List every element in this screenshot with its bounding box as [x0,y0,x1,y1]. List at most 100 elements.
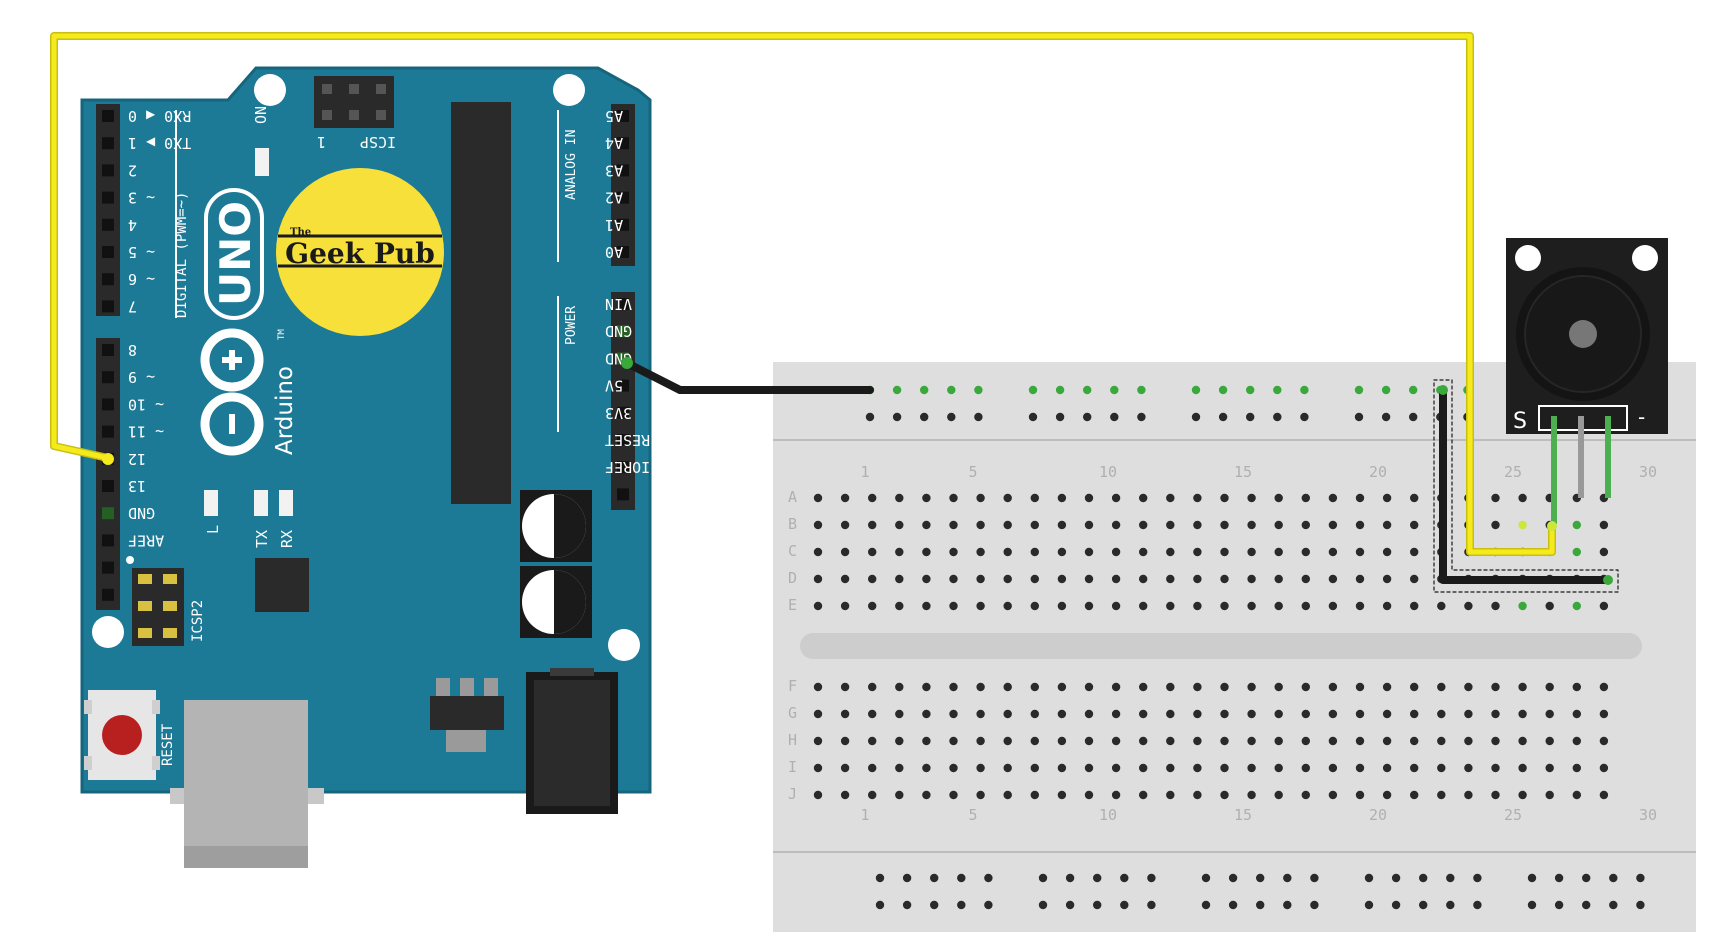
rail-hole [1419,900,1428,910]
breadboard-hole [868,493,877,503]
breadboard-rail-holes [865,385,1645,910]
microcontroller-chip [451,102,511,504]
header-pin [617,137,629,150]
breadboard-hole [1572,763,1582,773]
pin-label: A2 [605,189,623,207]
breadboard-hole [1410,547,1419,557]
breadboard-hole [1328,682,1338,692]
rail-hole [1147,900,1156,910]
breadboard-hole [976,736,985,746]
breadboard-hole [1382,574,1392,584]
header-pin [102,398,114,411]
breadboard-hole [1572,601,1582,611]
l-led [204,490,218,516]
breadboard-hole [1247,601,1256,611]
breadboard-hole [1328,520,1338,530]
pin-label: 5V [605,377,623,395]
breadboard-hole [1003,790,1012,800]
buzzer-mounting-hole [1632,245,1658,271]
breadboard-hole [1057,790,1067,800]
row-label-d: D [788,569,797,587]
breadboard-hole [1599,763,1609,773]
icsp-header [314,76,394,128]
breadboard-hole [1410,601,1419,611]
breadboard-hole [1518,520,1527,530]
row-label-a: A [788,488,797,506]
breadboard-hole [1410,682,1419,692]
breadboard-hole [1003,601,1012,611]
breadboard-hole [1328,763,1338,773]
breadboard-hole [1382,790,1392,800]
breadboard-hole [1166,574,1175,584]
buzzer-center [1569,320,1597,348]
breadboard-hole [922,574,931,584]
capacitor [520,490,592,562]
row-label-f: F [788,677,797,695]
rail-hole [1038,900,1048,910]
breadboard-hole [1139,547,1148,557]
breadboard-hole [1572,682,1582,692]
breadboard-hole [1491,493,1500,503]
breadboard-hole [922,736,931,746]
breadboard-hole [976,709,985,719]
breadboard-hole [1328,601,1338,611]
breadboard-hole [1355,682,1365,692]
breadboard-hole [813,574,823,584]
rail-hole [1582,900,1591,910]
rail-hole [920,385,929,395]
breadboard-hole [1382,682,1392,692]
pin-label: IOREF [605,458,650,476]
breadboard-hole [1355,763,1365,773]
breadboard-hole [1030,682,1040,692]
breadboard-hole [868,736,877,746]
breadboard-hole [1057,709,1067,719]
row-label-i: I [788,758,797,776]
rail-hole [1446,900,1455,910]
icsp-label: ICSP [360,133,396,151]
breadboard-hole [1437,682,1446,692]
breadboard-hole [1193,601,1202,611]
breadboard-hole [1166,763,1175,773]
breadboard-hole [1193,763,1202,773]
rail-hole [1636,900,1645,910]
breadboard-hole [949,682,958,692]
breadboard-hole [1220,709,1229,719]
arduino-wordmark: Arduino [272,366,298,455]
breadboard-hole [1166,520,1175,530]
breadboard-hole [1410,574,1419,584]
reset-button[interactable] [84,690,160,780]
pin-label: ~ 3 [128,189,155,207]
rail-hole [947,412,956,422]
black-ground-wire [621,358,874,394]
breadboard-hole [922,493,931,503]
breadboard-hole [976,601,985,611]
breadboard-hole [1301,574,1311,584]
breadboard-hole [1545,709,1554,719]
breadboard-hole [1084,547,1094,557]
breadboard-hole [1166,709,1175,719]
yellow-signal-wire [51,33,1555,555]
row-label-b: B [788,515,797,533]
breadboard-hole [1166,493,1175,503]
pin-label: ~ 5 [128,243,155,261]
rail-hole [957,873,966,883]
icsp-pins [322,84,386,120]
breadboard-hole [1139,682,1148,692]
rail-hole [1055,412,1065,422]
rail-hole [875,873,885,883]
breadboard-hole [868,709,877,719]
breadboard-hole [949,736,958,746]
breadboard-hole [1464,709,1473,719]
breadboard-hole [1139,520,1148,530]
breadboard-hole [949,790,958,800]
rail-hole [865,412,875,422]
header-pin [102,137,114,150]
breadboard-hole [1166,601,1175,611]
mounting-hole [92,616,124,648]
breadboard-hole [1464,682,1473,692]
rail-hole [892,385,902,395]
breadboard-hole [1328,574,1338,584]
breadboard-hole [1003,493,1012,503]
header-pin [102,110,114,122]
reset-button-cap[interactable] [102,715,142,755]
